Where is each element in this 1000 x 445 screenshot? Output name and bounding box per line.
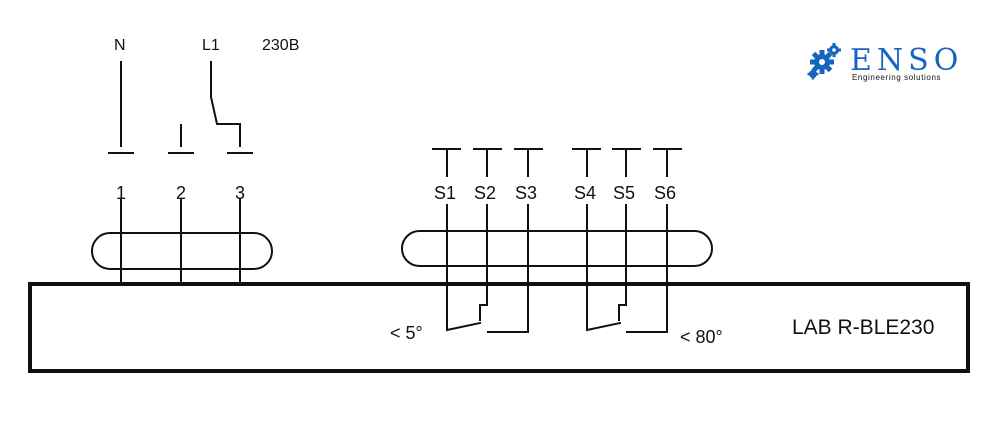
aux-switch-wiring — [432, 148, 682, 333]
switch-min-no — [487, 204, 529, 333]
power-wiring — [108, 61, 253, 285]
logo-name: ENSO — [850, 43, 963, 78]
switch-min-nc — [479, 204, 488, 321]
label-terminal-2: 2 — [176, 183, 186, 203]
switch-max-common — [586, 204, 622, 332]
actuator-housing — [28, 282, 970, 373]
switch-max-no — [626, 204, 668, 333]
cable-gland-aux — [401, 230, 713, 267]
enso-logo: ENSO Engineering solutions — [807, 43, 963, 82]
label-s4: S4 — [574, 183, 596, 203]
label-terminal-3: 3 — [235, 183, 245, 203]
label-neutral: N — [114, 37, 126, 54]
device-model: LAB R-BLE230 — [792, 316, 934, 339]
label-terminal-1: 1 — [116, 183, 126, 203]
label-s5: S5 — [613, 183, 635, 203]
line-wire — [210, 61, 241, 147]
logo-tagline: Engineering solutions — [852, 73, 941, 82]
label-voltage: 230B — [262, 37, 299, 54]
switch-max-nc — [618, 204, 627, 321]
label-line: L1 — [202, 37, 220, 54]
label-s6: S6 — [654, 183, 676, 203]
gear-icon — [807, 43, 841, 80]
label-switch-max: < 80° — [680, 327, 723, 347]
label-s2: S2 — [474, 183, 496, 203]
switch-min-common — [446, 204, 482, 332]
label-s1: S1 — [434, 183, 456, 203]
label-switch-min: < 5° — [390, 323, 423, 343]
label-s3: S3 — [515, 183, 537, 203]
